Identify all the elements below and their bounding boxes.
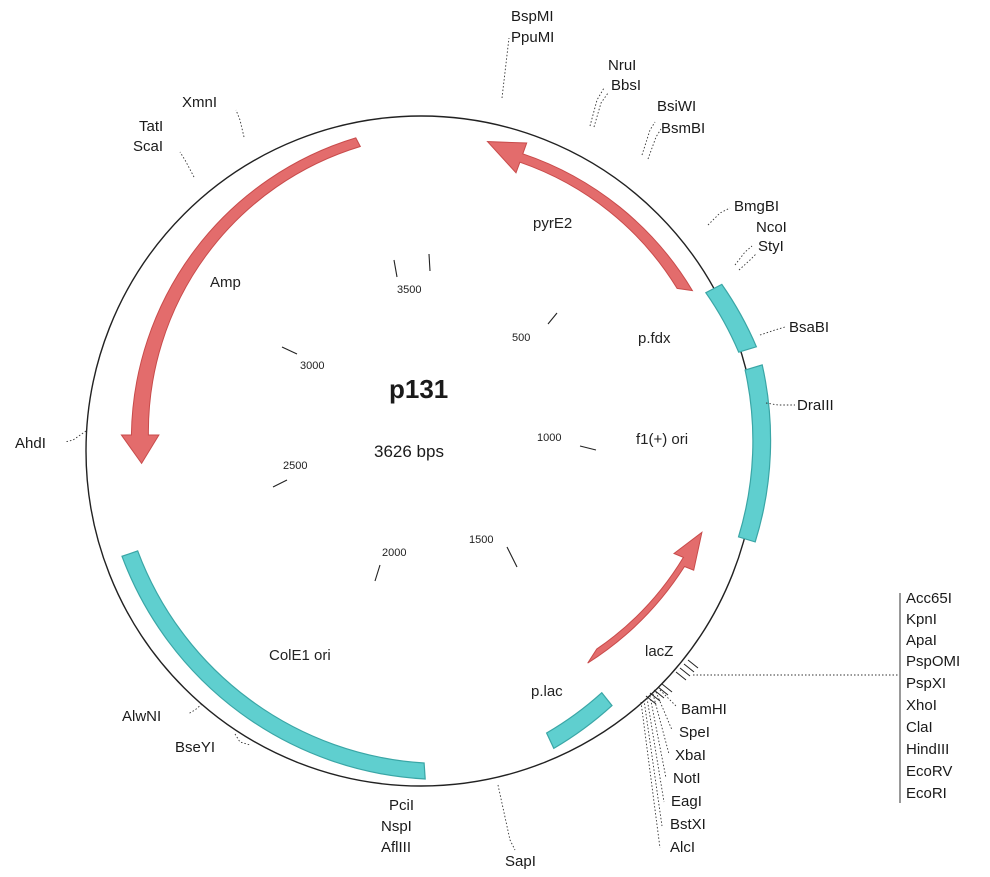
tick-label: 3500 <box>397 284 421 296</box>
feature-box-f1ori <box>737 364 772 543</box>
tick-label: 1000 <box>537 432 561 444</box>
feature-label-pfdx: p.fdx <box>638 330 671 347</box>
site-label: BstXI <box>670 816 706 833</box>
site-label: BseYI <box>175 739 215 756</box>
tick-label: 500 <box>512 332 530 344</box>
tick-mark-1500 <box>506 546 518 568</box>
feature-label-amp: Amp <box>210 274 241 291</box>
site-label: EagI <box>671 793 702 810</box>
plasmid-size: 3626 bps <box>374 442 444 461</box>
site-leader-lines <box>64 37 900 851</box>
feature-label-cole1: ColE1 ori <box>269 647 331 664</box>
site-label: NcoI <box>756 219 787 236</box>
feature-label-plac: p.lac <box>531 683 563 700</box>
site-label: StyI <box>758 238 784 255</box>
feature-box-cole1 <box>121 550 426 780</box>
tick-label: 2000 <box>382 547 406 559</box>
feature-arrow-lacz <box>587 531 703 664</box>
tick-label: 2500 <box>283 460 307 472</box>
feature-arrow-pyre2 <box>486 141 694 292</box>
site-label: BsmBI <box>661 120 705 137</box>
tick-mark-3000 <box>281 346 298 355</box>
site-label: ScaI <box>133 138 163 155</box>
box-features <box>121 283 772 780</box>
site-label: AlcI <box>670 839 695 856</box>
site-label: EcoRV <box>906 763 952 780</box>
site-label: XbaI <box>675 747 706 764</box>
site-label: SapI <box>505 853 536 870</box>
tick-label: 3000 <box>300 360 324 372</box>
site-label: KpnI <box>906 611 937 628</box>
feature-labels: Amp pyrE2 p.fdx f1(+) ori lacZ p.lac Col… <box>210 215 688 700</box>
site-label: ApaI <box>906 632 937 649</box>
site-label: PspOMI <box>906 653 960 670</box>
feature-label-lacz: lacZ <box>645 643 673 660</box>
tick-label: 1500 <box>469 534 493 546</box>
tick-labels: 3500 500 1000 1500 2000 2500 3000 <box>283 284 561 559</box>
feature-label-pyre2: pyrE2 <box>533 215 572 232</box>
tick-mark-2500 <box>272 479 288 488</box>
plasmid-name: p131 <box>389 374 448 404</box>
site-label: PpuMI <box>511 29 554 46</box>
position-ticks <box>272 253 597 582</box>
tick-mark-2000 <box>374 564 381 582</box>
tick-mark-1000 <box>579 445 597 451</box>
feature-arrow-amp <box>120 137 362 465</box>
tick-mark-3500 <box>393 259 398 278</box>
site-label: PspXI <box>906 675 946 692</box>
site-label: BmgBI <box>734 198 779 215</box>
feature-label-f1ori: f1(+) ori <box>636 431 688 448</box>
site-label: NotI <box>673 770 701 787</box>
site-label: BbsI <box>611 77 641 94</box>
site-label: TatI <box>139 118 163 135</box>
site-label: ClaI <box>906 719 933 736</box>
feature-box-plac <box>545 691 613 750</box>
site-hatch-marks <box>645 659 699 705</box>
site-label: XhoI <box>906 697 937 714</box>
tick-mark-0 <box>428 253 431 272</box>
site-label: BspMI <box>511 8 554 25</box>
site-labels: BspMI PpuMI NruI BbsI BsiWI BsmBI BmgBI … <box>15 8 960 870</box>
site-label: XmnI <box>182 94 217 111</box>
site-label: BsaBI <box>789 319 829 336</box>
site-label: AhdI <box>15 435 46 452</box>
site-label: AlwNI <box>122 708 161 725</box>
site-label: Acc65I <box>906 590 952 607</box>
site-label: BamHI <box>681 701 727 718</box>
site-label: NspI <box>381 818 412 835</box>
site-label: NruI <box>608 57 636 74</box>
site-label: EcoRI <box>906 785 947 802</box>
feature-box-pfdx <box>704 283 758 353</box>
site-label: PciI <box>389 797 414 814</box>
tick-mark-500 <box>547 312 558 325</box>
site-label: SpeI <box>679 724 710 741</box>
site-label: HindIII <box>906 741 949 758</box>
arrow-features <box>120 137 703 664</box>
site-label: DraIII <box>797 397 834 414</box>
site-label: BsiWI <box>657 98 696 115</box>
site-label: AflIII <box>381 839 411 856</box>
